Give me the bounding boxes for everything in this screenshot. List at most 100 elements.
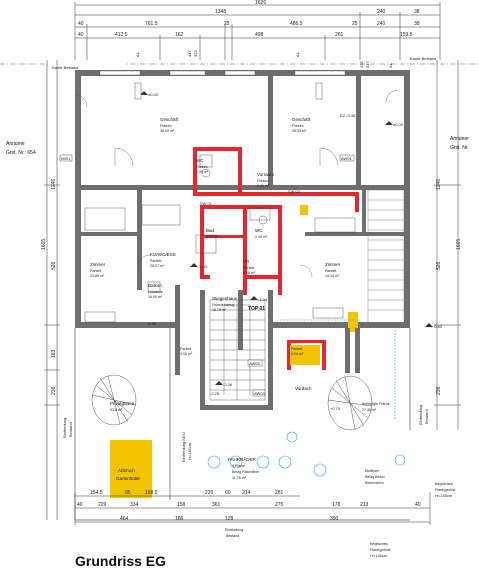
dim-b2-8: 40 [415, 502, 421, 508]
left-dimension-chains [44, 60, 60, 520]
svg-text:AL: AL [295, 51, 300, 57]
svg-text:H=145cm: H=145cm [435, 493, 453, 498]
einfriedung-bottom-label: Einfriedung Bestand [225, 528, 243, 538]
svg-text:Besenstrich: Besenstrich [365, 481, 384, 485]
cyan-elements [207, 319, 406, 477]
svg-text:Rankgerüst: Rankgerüst [370, 547, 391, 552]
svg-text:2.44 m²: 2.44 m² [255, 235, 268, 239]
svg-text:Privatgarten: Privatgarten [110, 401, 135, 406]
windows-top [99, 70, 346, 76]
svg-text:WC: WC [196, 158, 204, 163]
svg-text:Vorraum: Vorraum [257, 172, 274, 177]
room-wc-1: WC Fliesen 1.99 m² [196, 158, 209, 174]
tag-awo1: AW01 [341, 156, 353, 161]
svg-text:4.06 m²: 4.06 m² [180, 352, 193, 356]
svg-text:Feinsteinzeug: Feinsteinzeug [212, 303, 234, 307]
dim-right-3: 236 [436, 386, 442, 395]
svg-text:FAHRRÄDER: FAHRRÄDER [228, 456, 257, 462]
kante-left-bg [50, 62, 125, 71]
new-walls [193, 147, 359, 370]
dim-top-1: 1348 [215, 9, 226, 15]
svg-text:27.46 m²: 27.46 m² [362, 408, 377, 412]
svg-text:begrüntes: begrüntes [370, 541, 388, 546]
level-133: -1.33 [198, 264, 208, 269]
dim-b1-5: 214 [242, 490, 251, 496]
svg-text:Zimmer: Zimmer [90, 262, 106, 267]
dim-b1-1: 85 [125, 490, 131, 496]
svg-text:VR: VR [243, 259, 250, 264]
dim-total: 1626 [255, 0, 266, 6]
svg-text:2.41 m²: 2.41 m² [257, 184, 270, 188]
svg-text:11.76 m²: 11.76 m² [232, 476, 247, 480]
dim-r2-3: 486.5 [290, 21, 303, 27]
dim-b2-7: 213 [360, 502, 369, 508]
svg-text:Fliesen: Fliesen [160, 124, 172, 128]
dim-r2-0: 40 [78, 21, 84, 27]
svg-text:WC: WC [255, 228, 263, 233]
svg-text:H=145cm: H=145cm [370, 553, 388, 558]
svg-text:38.00 m²: 38.00 m² [160, 129, 175, 133]
tree-left [91, 374, 137, 426]
room-geschaeft-1: Geschäft Fliesen 38.00 m² [160, 117, 179, 133]
abbruch-label: Abbruch Gartenhütte [116, 468, 140, 481]
dim-b2-3: 158 [177, 502, 186, 508]
dim-r3-1: 412.5 [115, 32, 128, 38]
svg-text:53.8 m²: 53.8 m² [110, 408, 123, 412]
room-bad: Bad 4.94 m² [206, 228, 219, 239]
dim-right-2: 526 [436, 261, 442, 270]
svg-text:Stiegenhaus: Stiegenhaus [212, 296, 238, 301]
inner-walls [81, 190, 405, 410]
room-wc-2: WC 2.44 m² [255, 228, 268, 239]
svg-text:347: 347 [187, 50, 192, 57]
kante-right: Kante Bestand [410, 56, 436, 61]
svg-text:Fliesen: Fliesen [257, 179, 269, 183]
room-kowoess: KO/WO/ESS Parkett 26.97 m² [150, 252, 176, 268]
svg-text:Fliesen: Fliesen [292, 124, 304, 128]
svg-text:H=145cm: H=145cm [187, 442, 192, 460]
dim-b2-2: 334 [130, 502, 139, 508]
room-vorraum: Vorraum Fliesen 2.41 m² [257, 172, 274, 188]
dim-b1-0: 154.5 [90, 490, 103, 496]
plan-title: Grundriss EG [75, 553, 166, 569]
dim-left-0: 1665 [41, 239, 47, 250]
right-dimension-chains [434, 60, 461, 430]
svg-text:Belag Beton: Belag Beton [365, 475, 385, 479]
level-226: -2.26 [223, 382, 233, 387]
svg-text:Fliesen: Fliesen [196, 165, 208, 169]
svg-text:322: 322 [193, 50, 198, 57]
svg-text:Müllinsel: Müllinsel [365, 469, 379, 473]
dim-b3-2: 128 [225, 516, 234, 522]
room-zimmer-1: Zimmer Parkett 13.89 m² [90, 262, 106, 278]
dim-b1-4: 60 [225, 490, 231, 496]
svg-text:Bad: Bad [206, 228, 215, 233]
svg-text:Einfriedung: Einfriedung [225, 528, 243, 532]
outer-walls [75, 70, 410, 328]
dim-b1-3: 220 [205, 490, 214, 496]
dim-r2-6: 38 [414, 21, 420, 27]
sw02-label: SW 02 [288, 189, 301, 194]
einfriedung-right-label: Einfriedung Bestand [418, 405, 429, 425]
room-vr: VR Parkett 9.08 m² [243, 259, 256, 275]
svg-text:26.53 m²: 26.53 m² [292, 129, 307, 133]
svg-text:Befestigte Fläche: Befestigte Fläche [362, 402, 390, 406]
dim-right-0: 1665 [456, 239, 462, 250]
einfriedung-neu-label: Einfriedung NEU H=145cm [181, 432, 192, 462]
dim-left-3: 183 [51, 349, 57, 358]
rankgeruest-1-label: begrüntes Rankgerüst H=145cm [435, 481, 456, 498]
svg-text:Geschäft: Geschäft [160, 117, 179, 122]
svg-text:Einfriedung: Einfriedung [418, 405, 423, 425]
level-markers [140, 91, 433, 385]
room-balkon: Balkon Holzdiele 16.90 m² [148, 283, 163, 299]
dim-b1-6: 281 [275, 490, 284, 496]
svg-text:KO/WO/ESS: KO/WO/ESS [150, 252, 176, 257]
svg-text:14.44 m²: 14.44 m² [325, 274, 340, 278]
room-stiegenhaus: Stiegenhaus Feinsteinzeug 18.78 m² [212, 296, 238, 312]
svg-text:13.89 m²: 13.89 m² [90, 274, 105, 278]
level-000-a: ±0.00 [148, 92, 159, 97]
vordach-label: Vordach [295, 386, 312, 391]
svg-text:Geschäft: Geschäft [292, 117, 311, 122]
tag-awo3: AW03 [254, 391, 266, 396]
svg-text:Einfriedung NEU: Einfriedung NEU [181, 432, 186, 462]
svg-text:Belag Rasenliner: Belag Rasenliner [232, 470, 260, 474]
dim-b3-1: 166 [175, 516, 184, 522]
